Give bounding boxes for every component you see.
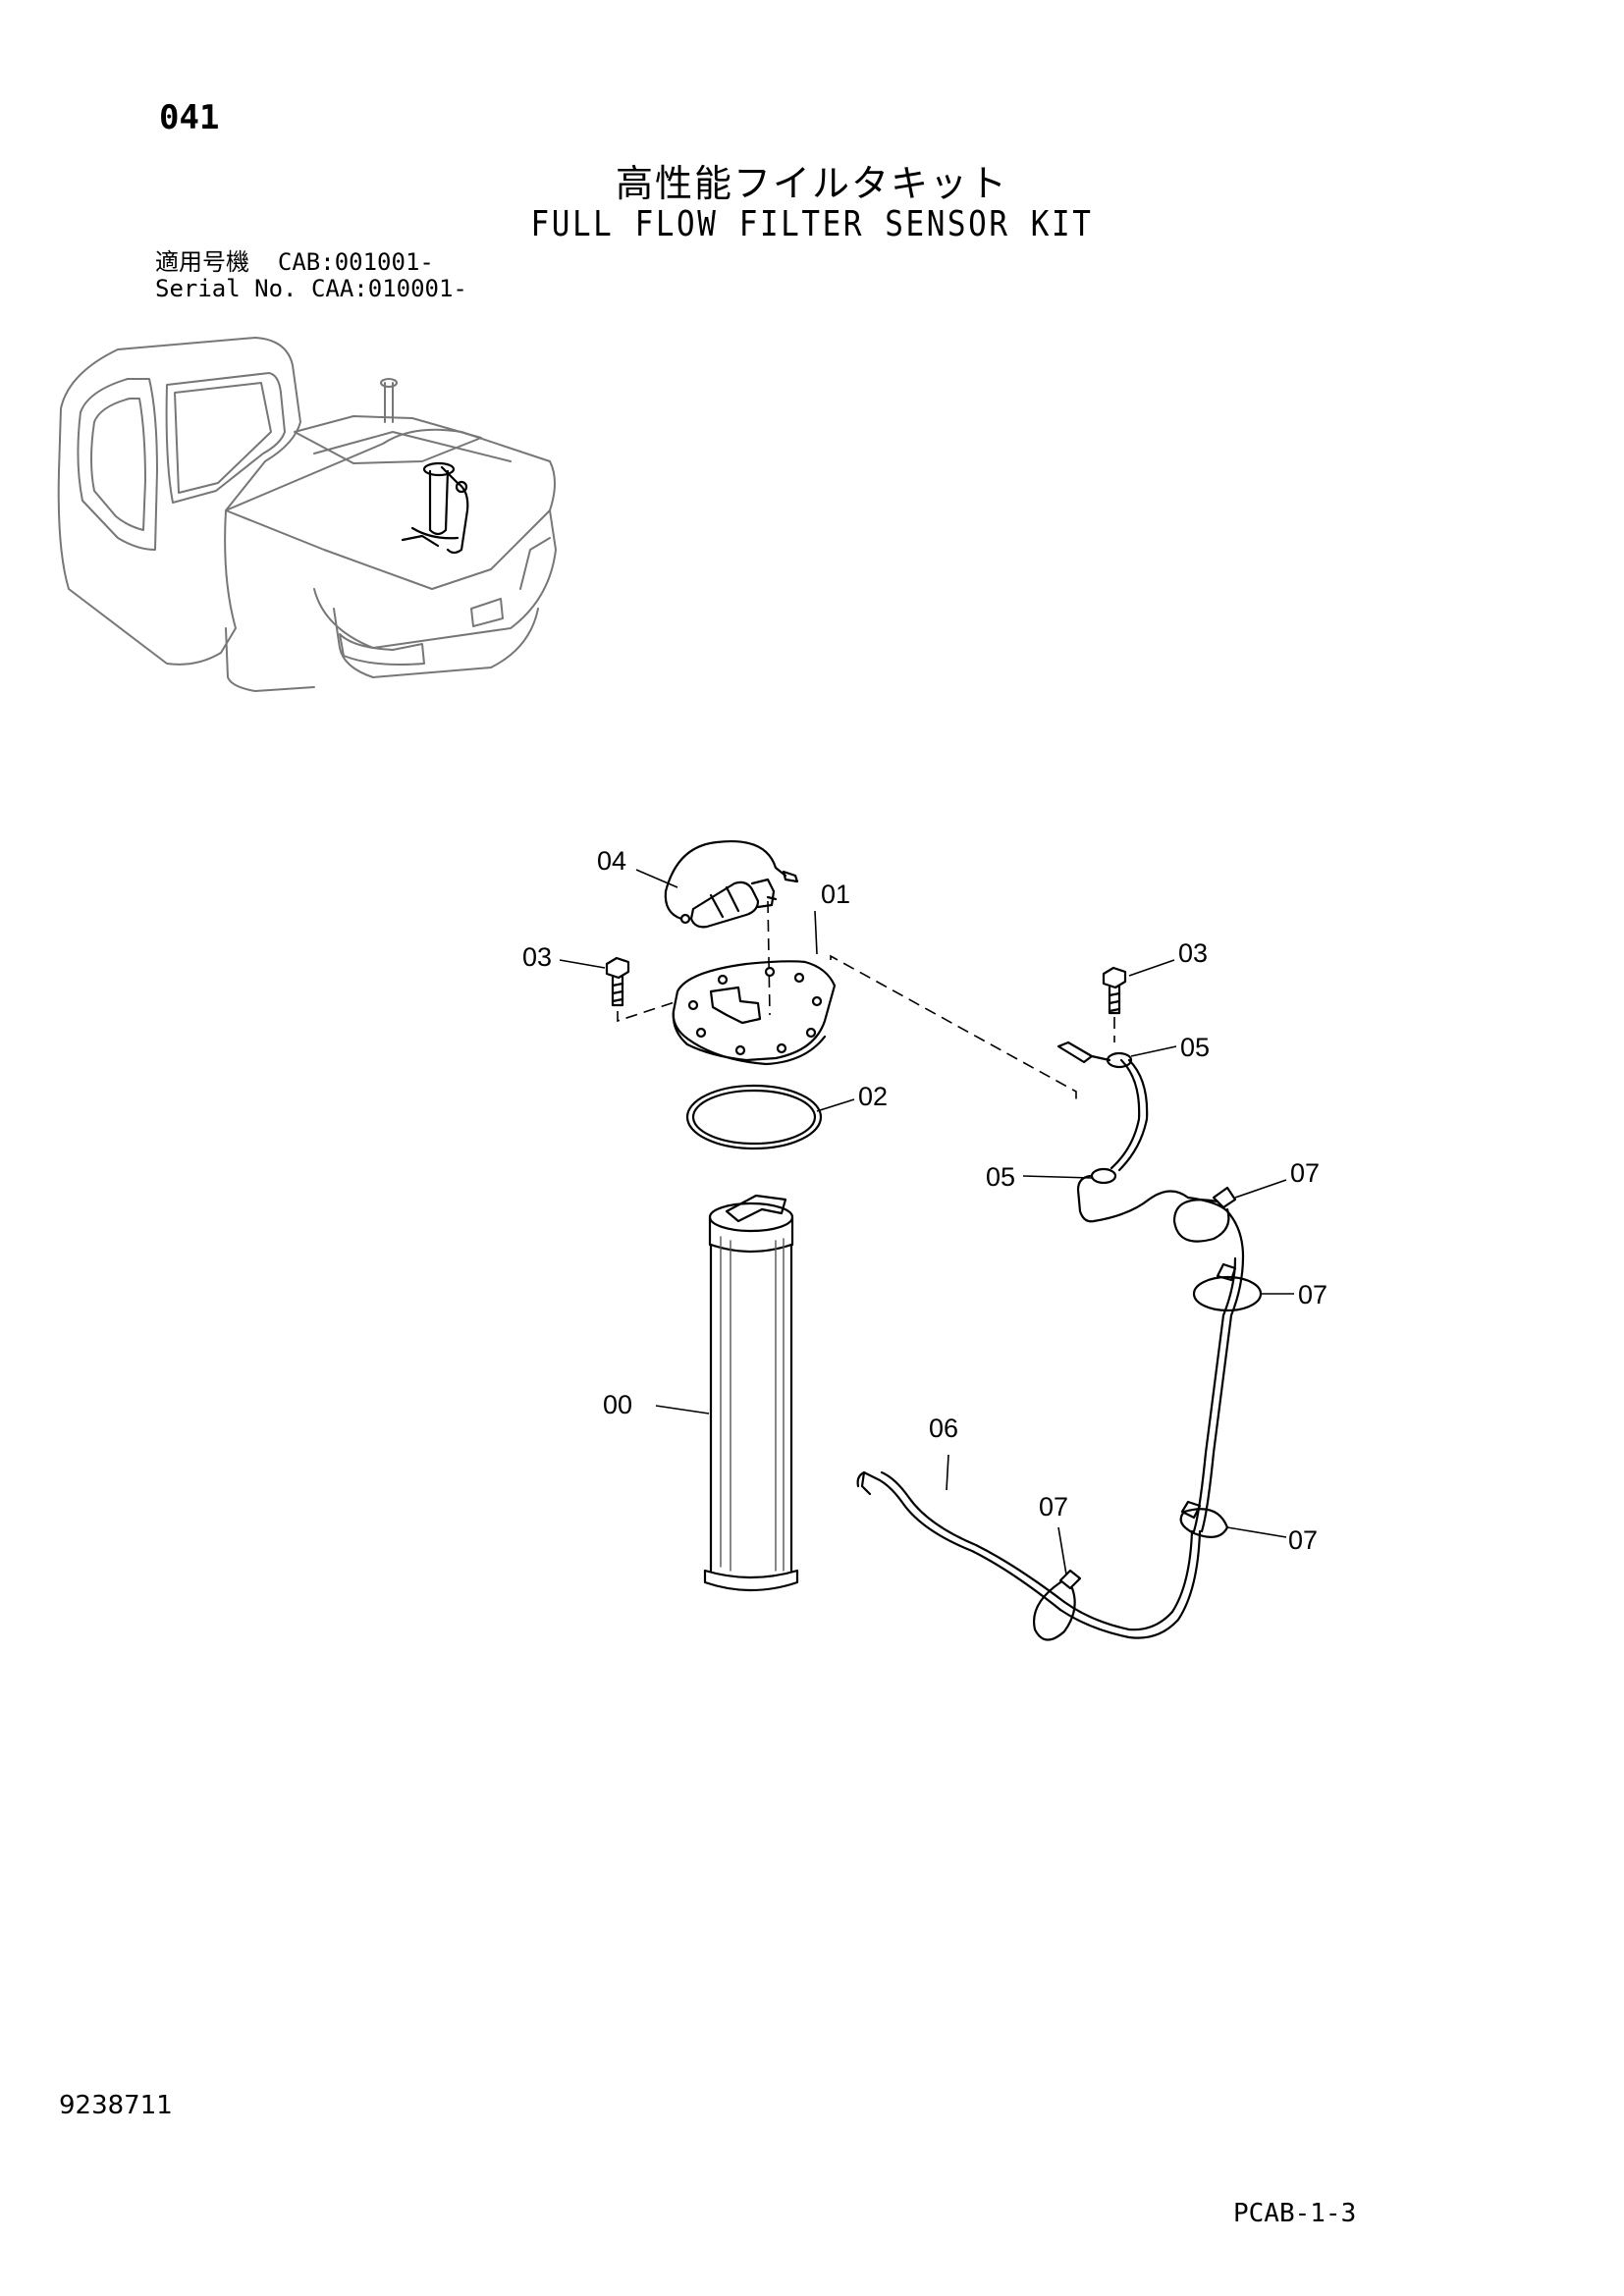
callout-leaders — [559, 869, 1294, 1575]
part-04-sensor — [664, 840, 799, 929]
callout-05-top: 05 — [1180, 1033, 1210, 1062]
serial-line-number: Serial No. CAA:010001- — [155, 275, 467, 302]
callout-07-c: 07 — [1039, 1492, 1068, 1522]
callout-03-left: 03 — [522, 942, 552, 972]
title-english: FULL FLOW FILTER SENSOR KIT — [530, 204, 1094, 244]
callout-01: 01 — [821, 880, 850, 909]
part-03-right-bolt — [1102, 966, 1127, 1015]
part-00-filter-element — [703, 1194, 799, 1592]
sensor-location-highlight — [401, 461, 469, 555]
callout-06: 06 — [929, 1414, 958, 1443]
part-02-o-ring — [685, 1084, 823, 1150]
machine-overview-illustration — [57, 337, 557, 692]
page-number: 041 — [159, 98, 220, 137]
serial-line-model: 適用号機 CAB:001001- — [155, 248, 434, 276]
callout-labels: 04 01 03 03 05 02 05 07 07 00 06 07 07 — [522, 846, 1327, 1555]
part-06-wire-harness — [856, 1041, 1263, 1641]
callout-04: 04 — [597, 846, 626, 876]
callout-02: 02 — [858, 1082, 888, 1111]
assembly-guide-lines — [617, 900, 1115, 1099]
callout-00: 00 — [603, 1390, 632, 1419]
callout-07-a: 07 — [1290, 1158, 1320, 1188]
document-number: 9238711 — [59, 2091, 173, 2120]
part-01-cover-plate — [672, 960, 837, 1066]
callout-03-right: 03 — [1178, 938, 1208, 968]
serial-applicability: 適用号機 CAB:001001- Serial No. CAA:010001- — [155, 249, 467, 302]
callout-07-b: 07 — [1298, 1280, 1327, 1309]
part-03-left-bolt — [605, 956, 630, 1007]
callout-07-d: 07 — [1288, 1525, 1318, 1555]
sheet-reference: PCAB-1-3 — [1233, 2199, 1357, 2228]
title-japanese: 高性能フイルタキット — [615, 162, 1008, 205]
callout-05-mid: 05 — [986, 1162, 1015, 1192]
